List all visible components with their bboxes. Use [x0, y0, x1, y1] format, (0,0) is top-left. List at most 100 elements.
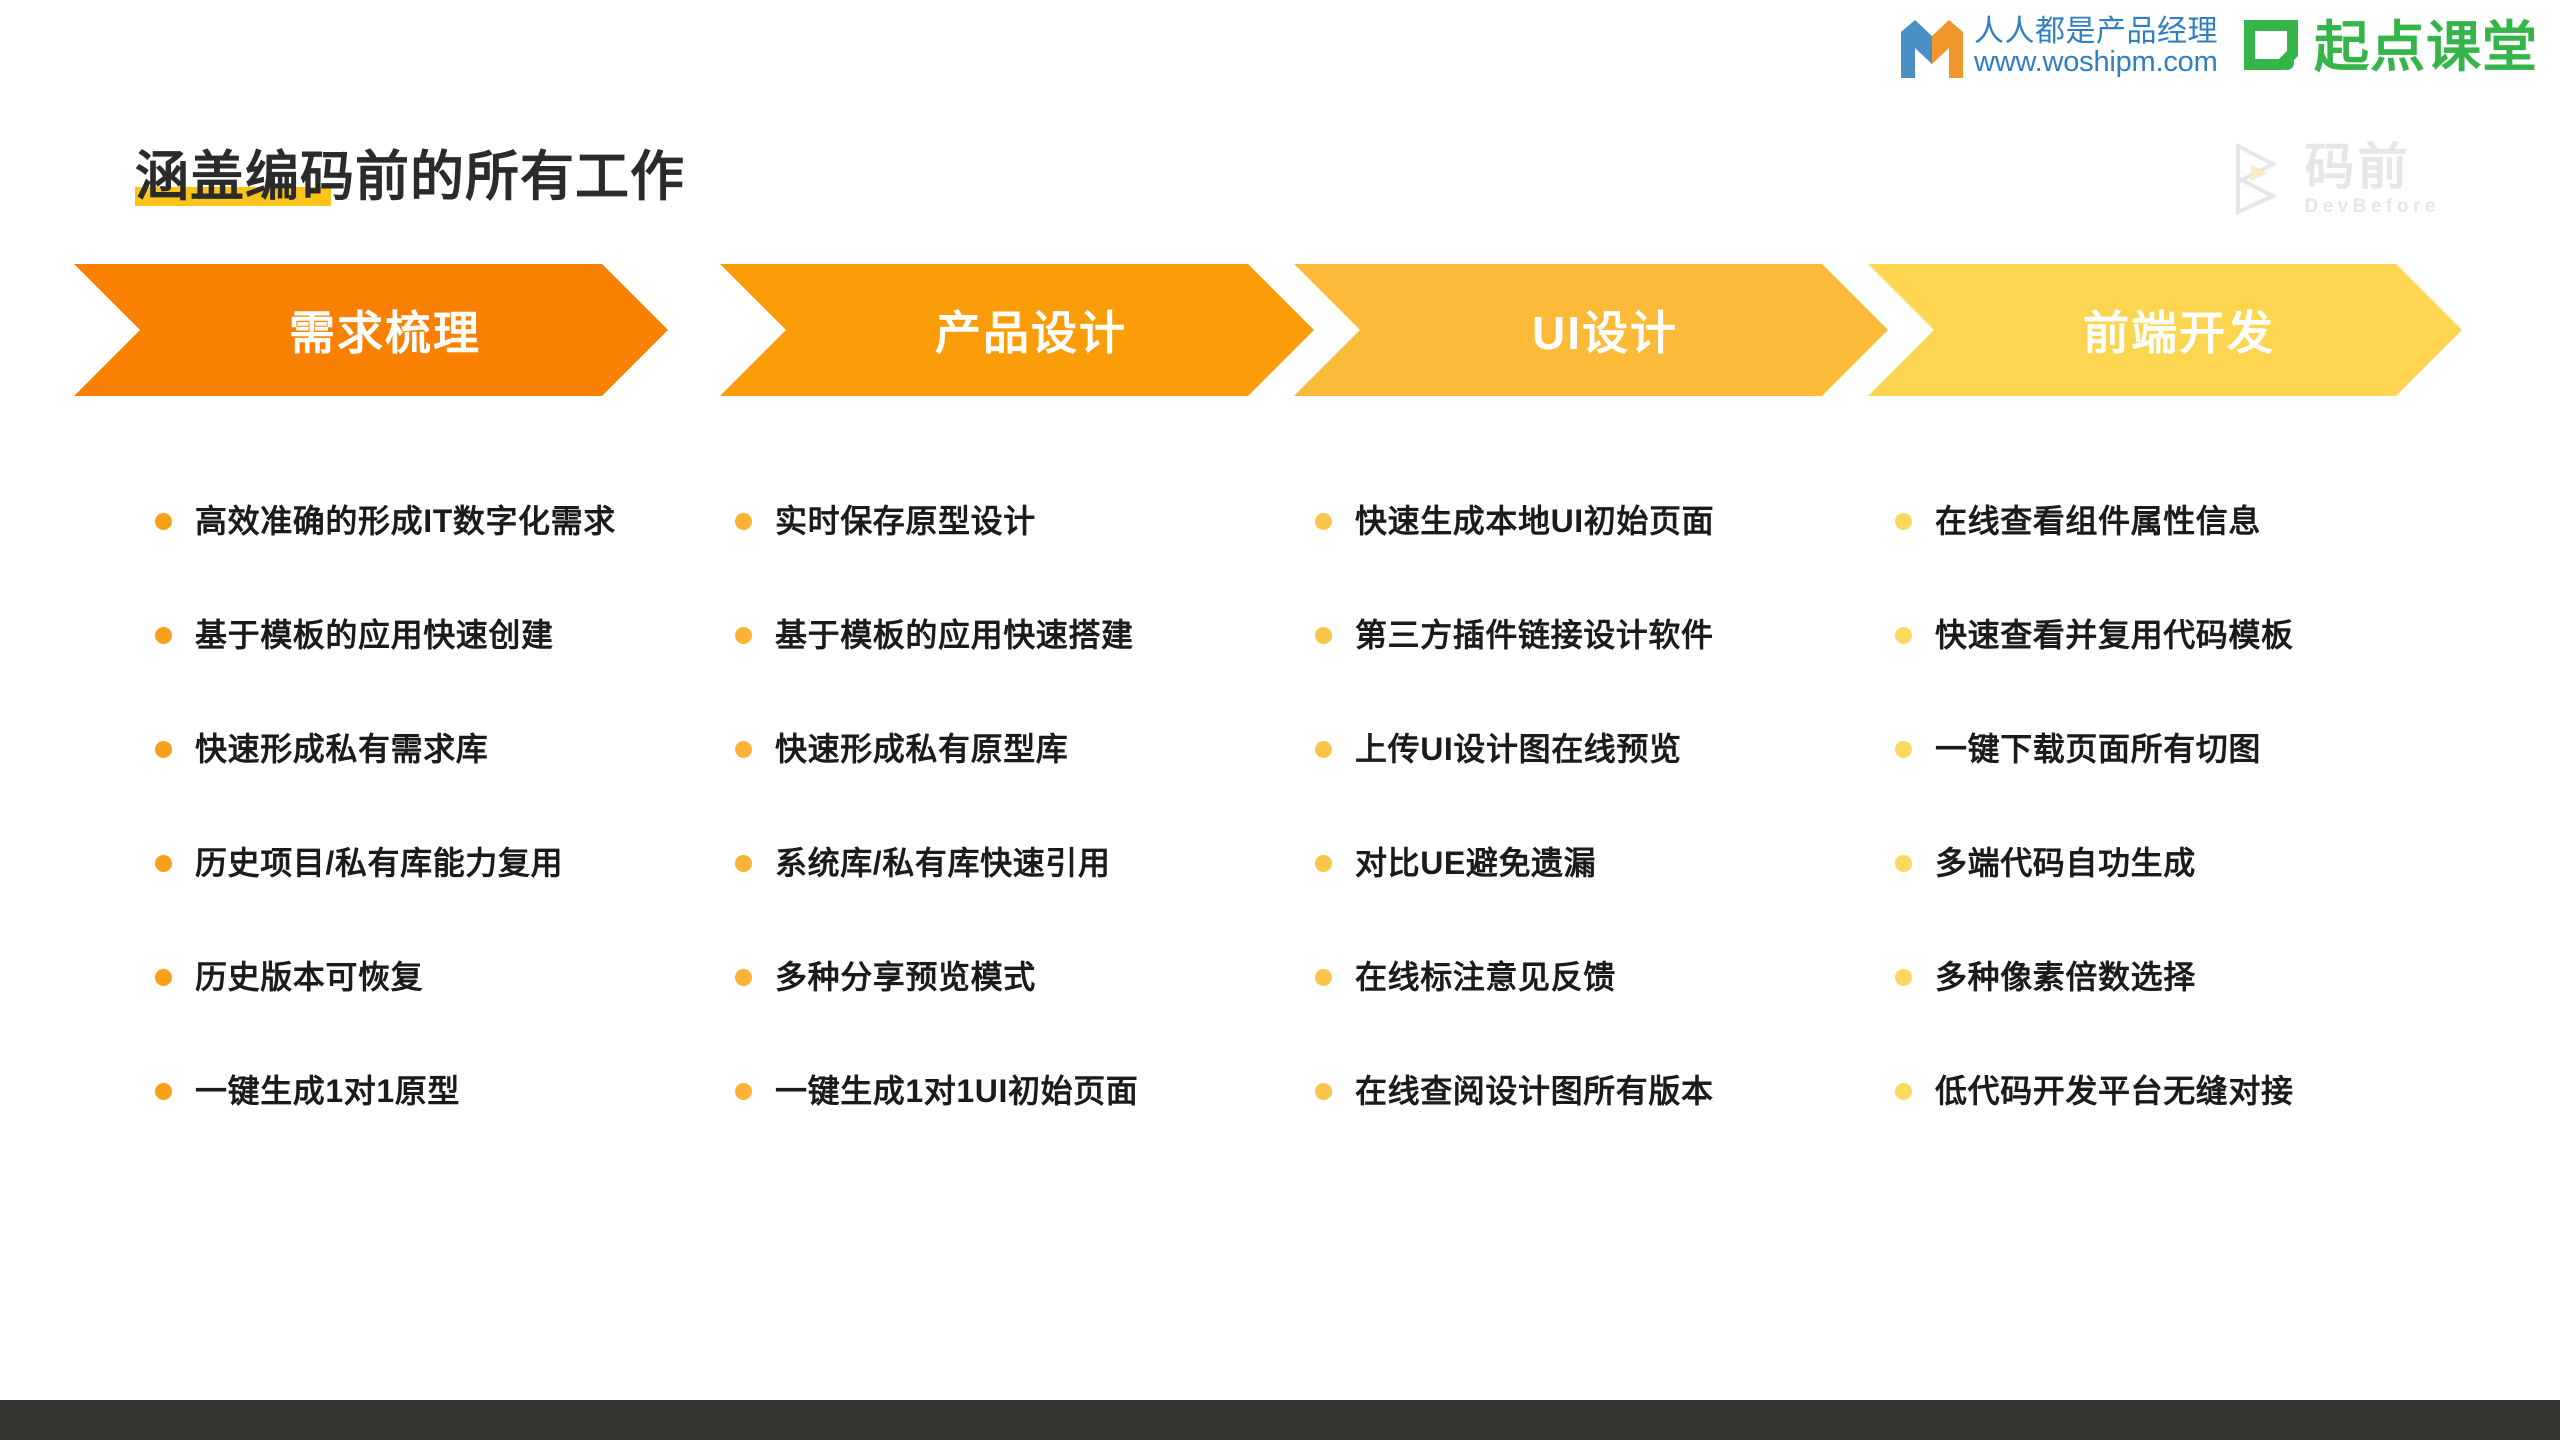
- list-item-label: 高效准确的形成IT数字化需求: [195, 503, 616, 539]
- qidian-logo: 起点课堂: [2240, 16, 2538, 78]
- bullet-dot: [155, 855, 172, 872]
- list-item: 上传UI设计图在线预览: [1315, 728, 1895, 842]
- stage-chevron-4[interactable]: 前端开发: [1868, 264, 2462, 396]
- list-item-label: 多种分享预览模式: [775, 959, 1036, 995]
- devbefore-text: 码前 DevBefore: [2304, 142, 2440, 216]
- list-item: 多种像素倍数选择: [1895, 956, 2475, 1070]
- list-item: 在线标注意见反馈: [1315, 956, 1895, 1070]
- bullet-dot: [735, 513, 752, 530]
- bullet-dot: [1895, 627, 1912, 644]
- list-item-label: 第三方插件链接设计软件: [1355, 617, 1714, 653]
- stage-label-2: 产品设计: [935, 307, 1127, 359]
- bullet-dot: [155, 969, 172, 986]
- bullet-dot: [1315, 855, 1332, 872]
- bullet-dot: [735, 855, 752, 872]
- list-item-label: 多种像素倍数选择: [1935, 959, 2196, 995]
- stage-chevron-3[interactable]: UI设计: [1294, 264, 1888, 396]
- bullet-dot: [1895, 969, 1912, 986]
- list-item: 多种分享预览模式: [735, 956, 1315, 1070]
- list-item-label: 一键生成1对1UI初始页面: [775, 1073, 1139, 1109]
- list-item: 高效准确的形成IT数字化需求: [155, 500, 735, 614]
- devbefore-watermark: 码前 DevBefore: [2233, 142, 2440, 216]
- bullet-dot: [1315, 741, 1332, 758]
- list-item: 多端代码自功生成: [1895, 842, 2475, 956]
- woshipm-url: www.woshipm.com: [1973, 45, 2218, 78]
- devbefore-name-cn: 码前: [2304, 139, 2411, 195]
- list-item: 基于模板的应用快速创建: [155, 614, 735, 728]
- woshipm-text: 人人都是产品经理 www.woshipm.com: [1973, 14, 2218, 78]
- list-item-label: 快速形成私有需求库: [195, 731, 489, 767]
- list-item: 第三方插件链接设计软件: [1315, 614, 1895, 728]
- devbefore-name-en: DevBefore: [2304, 196, 2440, 217]
- list-item-label: 实时保存原型设计: [775, 503, 1036, 539]
- bullet-dot: [1895, 513, 1912, 530]
- list-item: 快速查看并复用代码模板: [1895, 614, 2475, 728]
- list-item: 系统库/私有库快速引用: [735, 842, 1315, 956]
- list-item: 实时保存原型设计: [735, 500, 1315, 614]
- bullet-dot: [735, 1083, 752, 1100]
- list-item: 快速生成本地UI初始页面: [1315, 500, 1895, 614]
- bullet-dot: [1895, 741, 1912, 758]
- bullet-dot: [735, 741, 752, 758]
- list-item-label: 快速查看并复用代码模板: [1935, 617, 2294, 653]
- bullet-dot: [1895, 855, 1912, 872]
- list-item-label: 基于模板的应用快速搭建: [775, 617, 1134, 653]
- bullet-dot: [1895, 1083, 1912, 1100]
- bullet-dot: [155, 1083, 172, 1100]
- bullet-dot: [1315, 513, 1332, 530]
- list-item-label: 快速形成私有原型库: [775, 731, 1069, 767]
- woshipm-name: 人人都是产品经理: [1973, 14, 2218, 48]
- list-item: 在线查看组件属性信息: [1895, 500, 2475, 614]
- list-item: 低代码开发平台无缝对接: [1895, 1070, 2475, 1184]
- list-item: 快速形成私有原型库: [735, 728, 1315, 842]
- list-item: 基于模板的应用快速搭建: [735, 614, 1315, 728]
- list-item-label: 一键下载页面所有切图: [1935, 731, 2262, 767]
- stage-label-3: UI设计: [1532, 307, 1678, 359]
- list-item-label: 系统库/私有库快速引用: [775, 845, 1111, 881]
- list-item-label: 快速生成本地UI初始页面: [1355, 503, 1715, 539]
- feature-columns: 高效准确的形成IT数字化需求 基于模板的应用快速创建 快速形成私有需求库 历史项…: [0, 500, 2560, 1184]
- bullet-dot: [735, 627, 752, 644]
- qidian-mark-icon: [2243, 20, 2298, 70]
- list-item: 在线查阅设计图所有版本: [1315, 1070, 1895, 1184]
- bullet-dot: [1315, 627, 1332, 644]
- bullet-dot: [155, 513, 172, 530]
- list-item: 一键生成1对1原型: [155, 1070, 735, 1184]
- list-item-label: 历史版本可恢复: [195, 959, 424, 995]
- bullet-dot: [735, 969, 752, 986]
- woshipm-logo: 人人都是产品经理 www.woshipm.com: [1899, 16, 2218, 78]
- feature-column-3: 快速生成本地UI初始页面 第三方插件链接设计软件 上传UI设计图在线预览 对比U…: [1315, 500, 1895, 1184]
- list-item-label: 在线查阅设计图所有版本: [1355, 1073, 1714, 1109]
- list-item: 历史项目/私有库能力复用: [155, 842, 735, 956]
- list-item: 历史版本可恢复: [155, 956, 735, 1070]
- list-item: 快速形成私有需求库: [155, 728, 735, 842]
- list-item-label: 历史项目/私有库能力复用: [195, 845, 564, 881]
- list-item: 一键下载页面所有切图: [1895, 728, 2475, 842]
- list-item-label: 在线查看组件属性信息: [1935, 503, 2262, 539]
- feature-column-2: 实时保存原型设计 基于模板的应用快速搭建 快速形成私有原型库 系统库/私有库快速…: [735, 500, 1315, 1184]
- bottom-bar: [0, 1400, 2560, 1440]
- list-item-label: 低代码开发平台无缝对接: [1935, 1073, 2294, 1109]
- stage-label-4: 前端开发: [2083, 307, 2275, 359]
- stage-chevron-2[interactable]: 产品设计: [720, 264, 1314, 396]
- stage-chevron-band: 需求梳理 产品设计 UI设计 前端开发: [0, 264, 2560, 396]
- list-item-label: 基于模板的应用快速创建: [195, 617, 554, 653]
- bullet-dot: [155, 741, 172, 758]
- list-item-label: 在线标注意见反馈: [1355, 959, 1616, 995]
- feature-column-4: 在线查看组件属性信息 快速查看并复用代码模板 一键下载页面所有切图 多端代码自功…: [1895, 500, 2475, 1184]
- list-item-label: 一键生成1对1原型: [195, 1073, 460, 1109]
- list-item-label: 上传UI设计图在线预览: [1355, 731, 1682, 767]
- title-highlight: [135, 187, 331, 206]
- feature-column-1: 高效准确的形成IT数字化需求 基于模板的应用快速创建 快速形成私有需求库 历史项…: [155, 500, 735, 1184]
- qidian-name: 起点课堂: [2313, 15, 2538, 78]
- list-item: 对比UE避免遗漏: [1315, 842, 1895, 956]
- list-item-label: 多端代码自功生成: [1935, 845, 2196, 881]
- woshipm-mark-icon: [1900, 20, 1963, 78]
- bullet-dot: [155, 627, 172, 644]
- bullet-dot: [1315, 969, 1332, 986]
- list-item: 一键生成1对1UI初始页面: [735, 1070, 1315, 1184]
- list-item-label: 对比UE避免遗漏: [1355, 845, 1597, 881]
- brand-bar: 人人都是产品经理 www.woshipm.com 起点课堂: [1899, 16, 2538, 78]
- devbefore-mark-icon: [2236, 143, 2279, 215]
- stage-chevron-1[interactable]: 需求梳理: [74, 264, 668, 396]
